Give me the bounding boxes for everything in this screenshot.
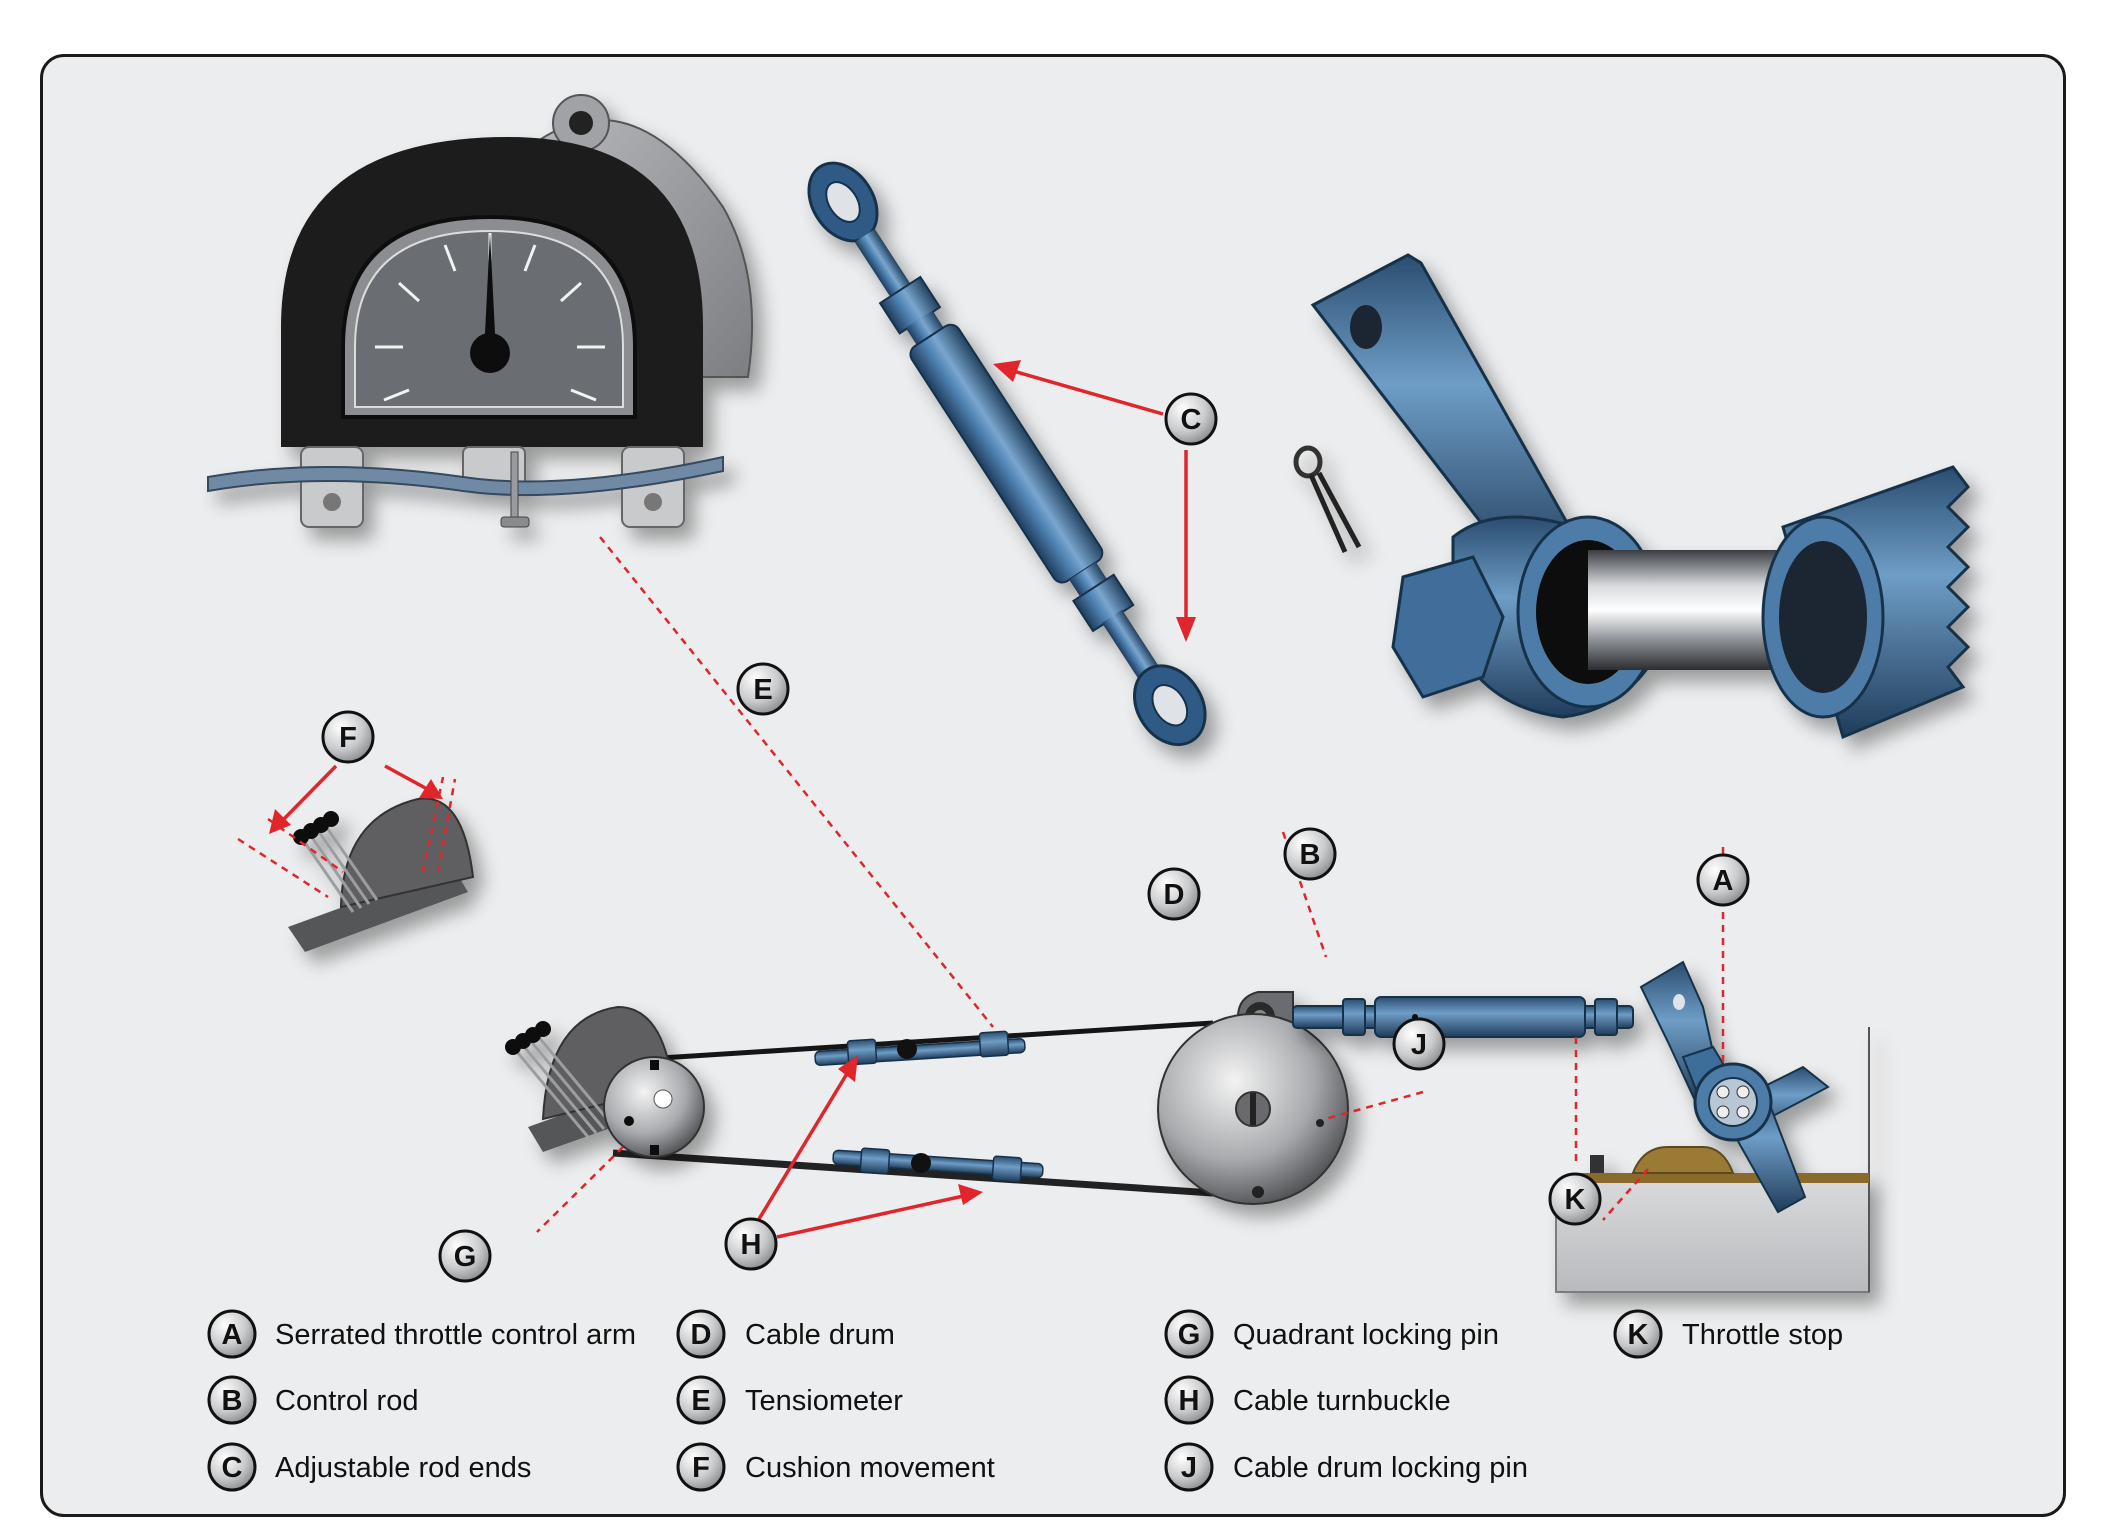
callout-d: D: [1147, 867, 1201, 921]
svg-text:Tensiometer: Tensiometer: [745, 1385, 903, 1417]
control-rod-assembly: [1292, 960, 1725, 1109]
svg-text:G: G: [1178, 1319, 1201, 1351]
callout-h: H: [724, 1217, 778, 1271]
svg-text:Cable turnbuckle: Cable turnbuckle: [1233, 1385, 1451, 1417]
svg-text:C: C: [222, 1452, 243, 1484]
legend-item-d: D Cable drum: [676, 1309, 895, 1359]
legend-item-j: J Cable drum locking pin: [1164, 1442, 1528, 1492]
cable-assembly: [612, 1020, 1214, 1197]
legend-item-c: C Adjustable rod ends: [207, 1442, 531, 1492]
cable-drum: [1157, 991, 1349, 1205]
svg-text:Control rod: Control rod: [275, 1385, 418, 1417]
svg-text:H: H: [741, 1229, 762, 1261]
callout-k: K: [1548, 1172, 1602, 1226]
svg-text:Adjustable rod ends: Adjustable rod ends: [275, 1452, 531, 1484]
svg-text:A: A: [222, 1319, 243, 1351]
legend-item-a: A Serrated throttle control arm: [207, 1309, 636, 1359]
svg-text:B: B: [222, 1385, 243, 1417]
svg-text:E: E: [691, 1385, 710, 1417]
leader-lines: [237, 360, 1725, 1239]
svg-text:F: F: [692, 1452, 710, 1484]
legend-item-h: H Cable turnbuckle: [1164, 1375, 1451, 1425]
legend-item-e: E Tensiometer: [676, 1375, 903, 1425]
callout-b: B: [1283, 827, 1337, 881]
svg-text:J: J: [1181, 1452, 1197, 1484]
svg-text:F: F: [339, 722, 357, 754]
turnbuckle-lower: [832, 1147, 1044, 1183]
svg-text:D: D: [691, 1319, 712, 1351]
cable-quadrant: [505, 1005, 705, 1158]
svg-text:C: C: [1181, 404, 1202, 436]
cushion-quadrant: [288, 797, 475, 952]
legend-item-b: B Control rod: [207, 1375, 418, 1425]
svg-text:H: H: [1179, 1385, 1200, 1417]
callout-f: F: [321, 710, 375, 764]
svg-text:D: D: [1164, 879, 1185, 911]
serrated-arm-detail: [1293, 253, 1971, 740]
svg-text:B: B: [1300, 839, 1321, 871]
svg-text:A: A: [1713, 865, 1734, 897]
adjustable-control-rod: [807, 161, 1207, 747]
svg-text:G: G: [454, 1241, 477, 1273]
svg-text:J: J: [1411, 1029, 1427, 1061]
legend: A Serrated throttle control arm B Contro…: [207, 1309, 1843, 1492]
callout-j: J: [1392, 1017, 1446, 1071]
svg-text:K: K: [1628, 1319, 1649, 1351]
turnbuckle-upper: [814, 1030, 1026, 1067]
throttle-linkage-diagram: C E F B D A J K H G A Serrated: [207, 94, 1971, 1492]
svg-text:Cable drum locking pin: Cable drum locking pin: [1233, 1452, 1528, 1484]
callout-g: G: [438, 1229, 492, 1283]
callout-a: A: [1696, 853, 1750, 907]
svg-text:E: E: [753, 674, 772, 706]
callout-e: E: [736, 662, 790, 716]
callout-c: C: [1164, 392, 1218, 446]
diagram-frame: C E F B D A J K H G A Serrated: [40, 54, 2066, 1517]
cotter-pin: [1293, 445, 1362, 554]
svg-text:K: K: [1565, 1184, 1586, 1216]
legend-item-k: K Throttle stop: [1613, 1309, 1843, 1359]
legend-item-f: F Cushion movement: [676, 1442, 995, 1492]
throttle-stop-block: [1555, 1027, 1870, 1293]
svg-text:Quadrant locking pin: Quadrant locking pin: [1233, 1319, 1499, 1351]
legend-item-g: G Quadrant locking pin: [1164, 1309, 1499, 1359]
svg-text:Cable drum: Cable drum: [745, 1319, 895, 1351]
svg-text:Cushion movement: Cushion movement: [745, 1452, 995, 1484]
tensiometer: [207, 94, 754, 528]
svg-text:Serrated throttle control arm: Serrated throttle control arm: [275, 1319, 636, 1351]
svg-text:Throttle stop: Throttle stop: [1682, 1319, 1843, 1351]
